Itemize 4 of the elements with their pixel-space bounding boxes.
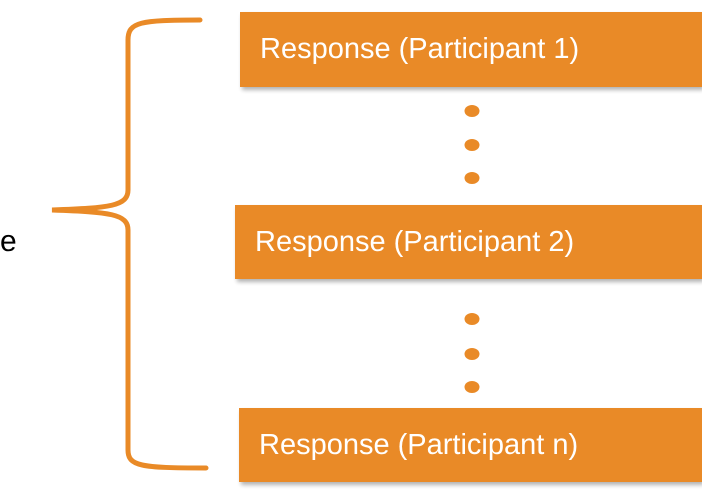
response-box: Response (Participant n) <box>239 408 702 482</box>
response-box: Response (Participant 1) <box>240 12 702 87</box>
text-label: e <box>0 225 17 259</box>
response-box: Response (Participant 2) <box>235 205 702 279</box>
